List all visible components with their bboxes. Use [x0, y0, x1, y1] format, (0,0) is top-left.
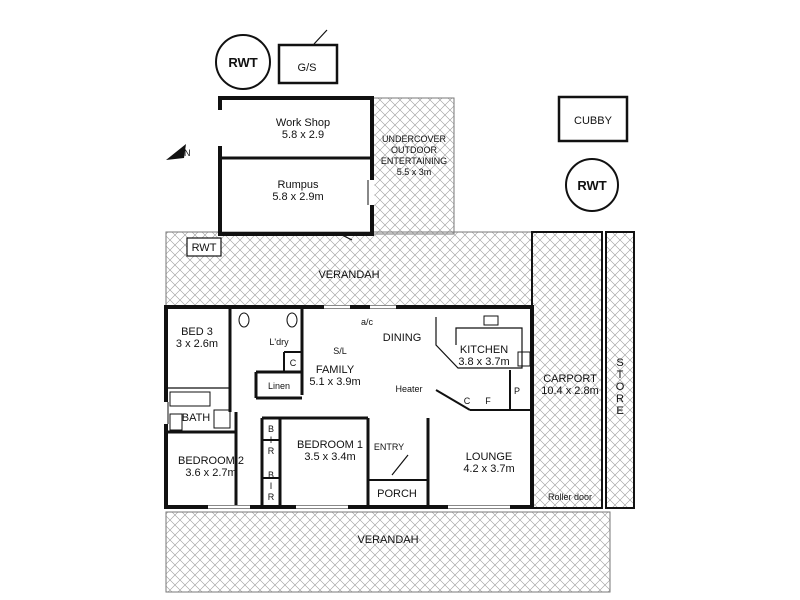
lounge-dims: 4.2 x 3.7m: [463, 463, 514, 475]
rwt-tank-top: RWT: [215, 34, 271, 90]
kitchen-dims: 3.8 x 3.7m: [458, 356, 509, 368]
cupboard-c2: C: [464, 396, 471, 406]
bedroom2-label: BEDROOM 2: [178, 455, 244, 467]
cupboard-c1: C: [290, 358, 297, 368]
kitchen-label: KITCHEN: [460, 344, 508, 356]
verandah-bottom-label: VERANDAH: [357, 534, 418, 546]
bath-label: BATH: [182, 412, 211, 424]
store-area: [605, 231, 635, 509]
main-house: [163, 305, 534, 509]
rumpus-dims: 5.8 x 2.9m: [272, 191, 323, 203]
laundry-label: L'dry: [269, 337, 289, 347]
svg-text:N: N: [184, 148, 191, 158]
undercover-label-3: ENTERTAINING: [381, 156, 447, 166]
verandah-top-area: [165, 231, 533, 308]
rwt-small: RWT: [186, 237, 222, 257]
verandah-top-label: VERANDAH: [318, 269, 379, 281]
svg-text:G/S: G/S: [298, 62, 317, 74]
bir-cupboard-2: B I R: [268, 470, 275, 502]
svg-text:I: I: [270, 481, 273, 491]
carport-area: [531, 231, 603, 509]
svg-text:B: B: [268, 470, 274, 480]
ac-label: a/c: [361, 317, 374, 327]
svg-text:S: S: [616, 357, 623, 369]
svg-text:R: R: [268, 492, 275, 502]
svg-text:CUBBY: CUBBY: [574, 115, 613, 127]
bed3-dims: 3 x 2.6m: [176, 338, 218, 350]
undercover-dims: 5.5 x 3m: [397, 167, 432, 177]
bedroom1-label: BEDROOM 1: [297, 439, 363, 451]
svg-text:B: B: [268, 424, 274, 434]
bedroom2-dims: 3.6 x 2.7m: [185, 467, 236, 479]
svg-text:T: T: [617, 369, 624, 381]
garden-shed: G/S: [277, 29, 339, 85]
dining-label: DINING: [383, 332, 422, 344]
lounge-label: LOUNGE: [466, 451, 512, 463]
linen-label: Linen: [268, 381, 290, 391]
store-label: S T O R E: [616, 357, 625, 417]
svg-text:R: R: [268, 446, 275, 456]
bedroom1-dims: 3.5 x 3.4m: [304, 451, 355, 463]
bir-cupboard-1: B I R: [268, 424, 275, 456]
svg-text:RWT: RWT: [228, 55, 257, 70]
workshop-dims: 5.8 x 2.9: [282, 129, 324, 141]
fridge-f: F: [485, 396, 491, 406]
family-dims: 5.1 x 3.9m: [309, 376, 360, 388]
workshop-label: Work Shop: [276, 117, 330, 129]
verandah-bottom-area: [165, 511, 611, 593]
svg-text:RWT: RWT: [577, 178, 606, 193]
undercover-label-2: OUTDOOR: [391, 145, 437, 155]
undercover-label-1: UNDERCOVER: [382, 134, 447, 144]
workshop-rumpus-building: [217, 96, 375, 241]
carport-dims: 10.4 x 2.8m: [541, 385, 598, 397]
pantry-p: P: [514, 386, 520, 396]
svg-text:O: O: [616, 381, 625, 393]
heater-label: Heater: [395, 384, 422, 394]
family-label: FAMILY: [316, 364, 355, 376]
undercover-area: [371, 97, 455, 235]
svg-text:RWT: RWT: [192, 242, 217, 254]
svg-text:E: E: [616, 405, 623, 417]
carport-label: CARPORT: [543, 373, 597, 385]
bed3-label: BED 3: [181, 326, 213, 338]
entry-label: ENTRY: [374, 442, 404, 452]
sl-label: S/L: [333, 346, 347, 356]
porch-label: PORCH: [377, 488, 417, 500]
compass-north-icon: N: [166, 144, 191, 160]
roller-door-label: Roller door: [548, 492, 592, 502]
svg-text:I: I: [270, 435, 273, 445]
rwt-tank-right: RWT: [565, 158, 619, 212]
rumpus-label: Rumpus: [278, 179, 319, 191]
cubby: CUBBY: [557, 95, 629, 143]
svg-text:R: R: [616, 393, 624, 405]
